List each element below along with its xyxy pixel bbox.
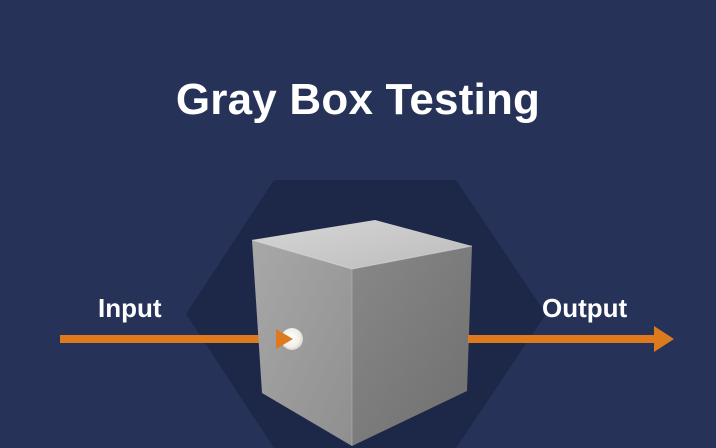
gray-cube-icon — [251, 220, 473, 446]
diagram-title: Gray Box Testing — [175, 75, 541, 124]
cube-side-face — [352, 246, 472, 446]
input-label: Input — [98, 293, 162, 323]
output-arrow — [468, 326, 674, 352]
cube-top-face — [252, 220, 472, 269]
output-label: Output — [542, 293, 628, 323]
